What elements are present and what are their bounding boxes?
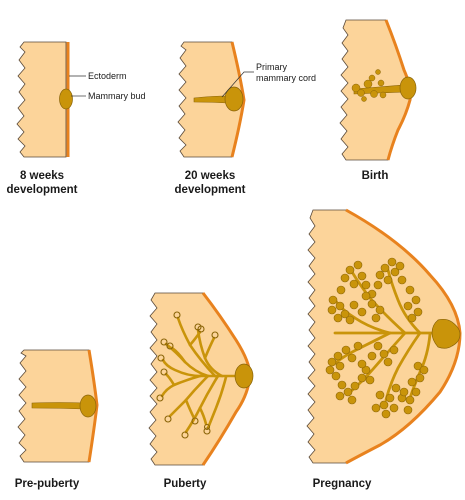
panel-8-weeks: Ectoderm Mammary bud 8 weeks development <box>7 41 146 196</box>
skin-pre-puberty <box>87 349 99 463</box>
duct-tree-puberty <box>160 316 242 434</box>
mammary-bud-20-weeks <box>224 86 244 112</box>
branches-birth <box>351 69 387 102</box>
primary-cord-label-line1: Primary <box>256 62 287 72</box>
primary-cord-label-line2: mammary cord <box>256 73 316 83</box>
nipple-puberty <box>234 363 254 389</box>
caption-pregnancy: Pregnancy <box>313 478 372 490</box>
caption-8-weeks-line1: 8 weeks <box>20 170 64 182</box>
caption-birth: Birth <box>362 170 389 182</box>
panel-puberty: Puberty <box>148 292 254 490</box>
panel-20-weeks: Primary mammary cord 20 weeks developmen… <box>175 41 316 196</box>
caption-pre-puberty: Pre-puberty <box>15 478 80 490</box>
lobules-pregnancy <box>325 257 429 419</box>
nipple-birth <box>399 76 417 100</box>
skin-birth <box>384 19 412 161</box>
duct-pre-puberty <box>31 402 85 410</box>
nipple-pre-puberty <box>79 394 97 418</box>
tissue-puberty <box>148 292 251 466</box>
panel-birth: Birth <box>339 19 417 182</box>
terminal-buds-puberty <box>156 311 219 439</box>
skin-pregnancy <box>345 208 462 465</box>
nipple-pregnancy <box>431 318 461 349</box>
panel-pre-puberty: Pre-puberty <box>15 349 99 490</box>
caption-20-weeks-line2: development <box>175 184 246 196</box>
ectoderm-label: Ectoderm <box>88 71 127 81</box>
panel-pregnancy: Pregnancy <box>306 208 462 490</box>
primary-cord-leader <box>221 71 254 98</box>
mammary-bud-label: Mammary bud <box>88 91 146 101</box>
caption-8-weeks-line2: development <box>7 184 78 196</box>
tissue-8-weeks <box>16 41 67 158</box>
caption-puberty: Puberty <box>164 478 207 490</box>
skin-20-weeks <box>230 41 246 158</box>
mammary-bud-8-weeks <box>59 88 73 110</box>
caption-20-weeks-line1: 20 weeks <box>185 170 236 182</box>
